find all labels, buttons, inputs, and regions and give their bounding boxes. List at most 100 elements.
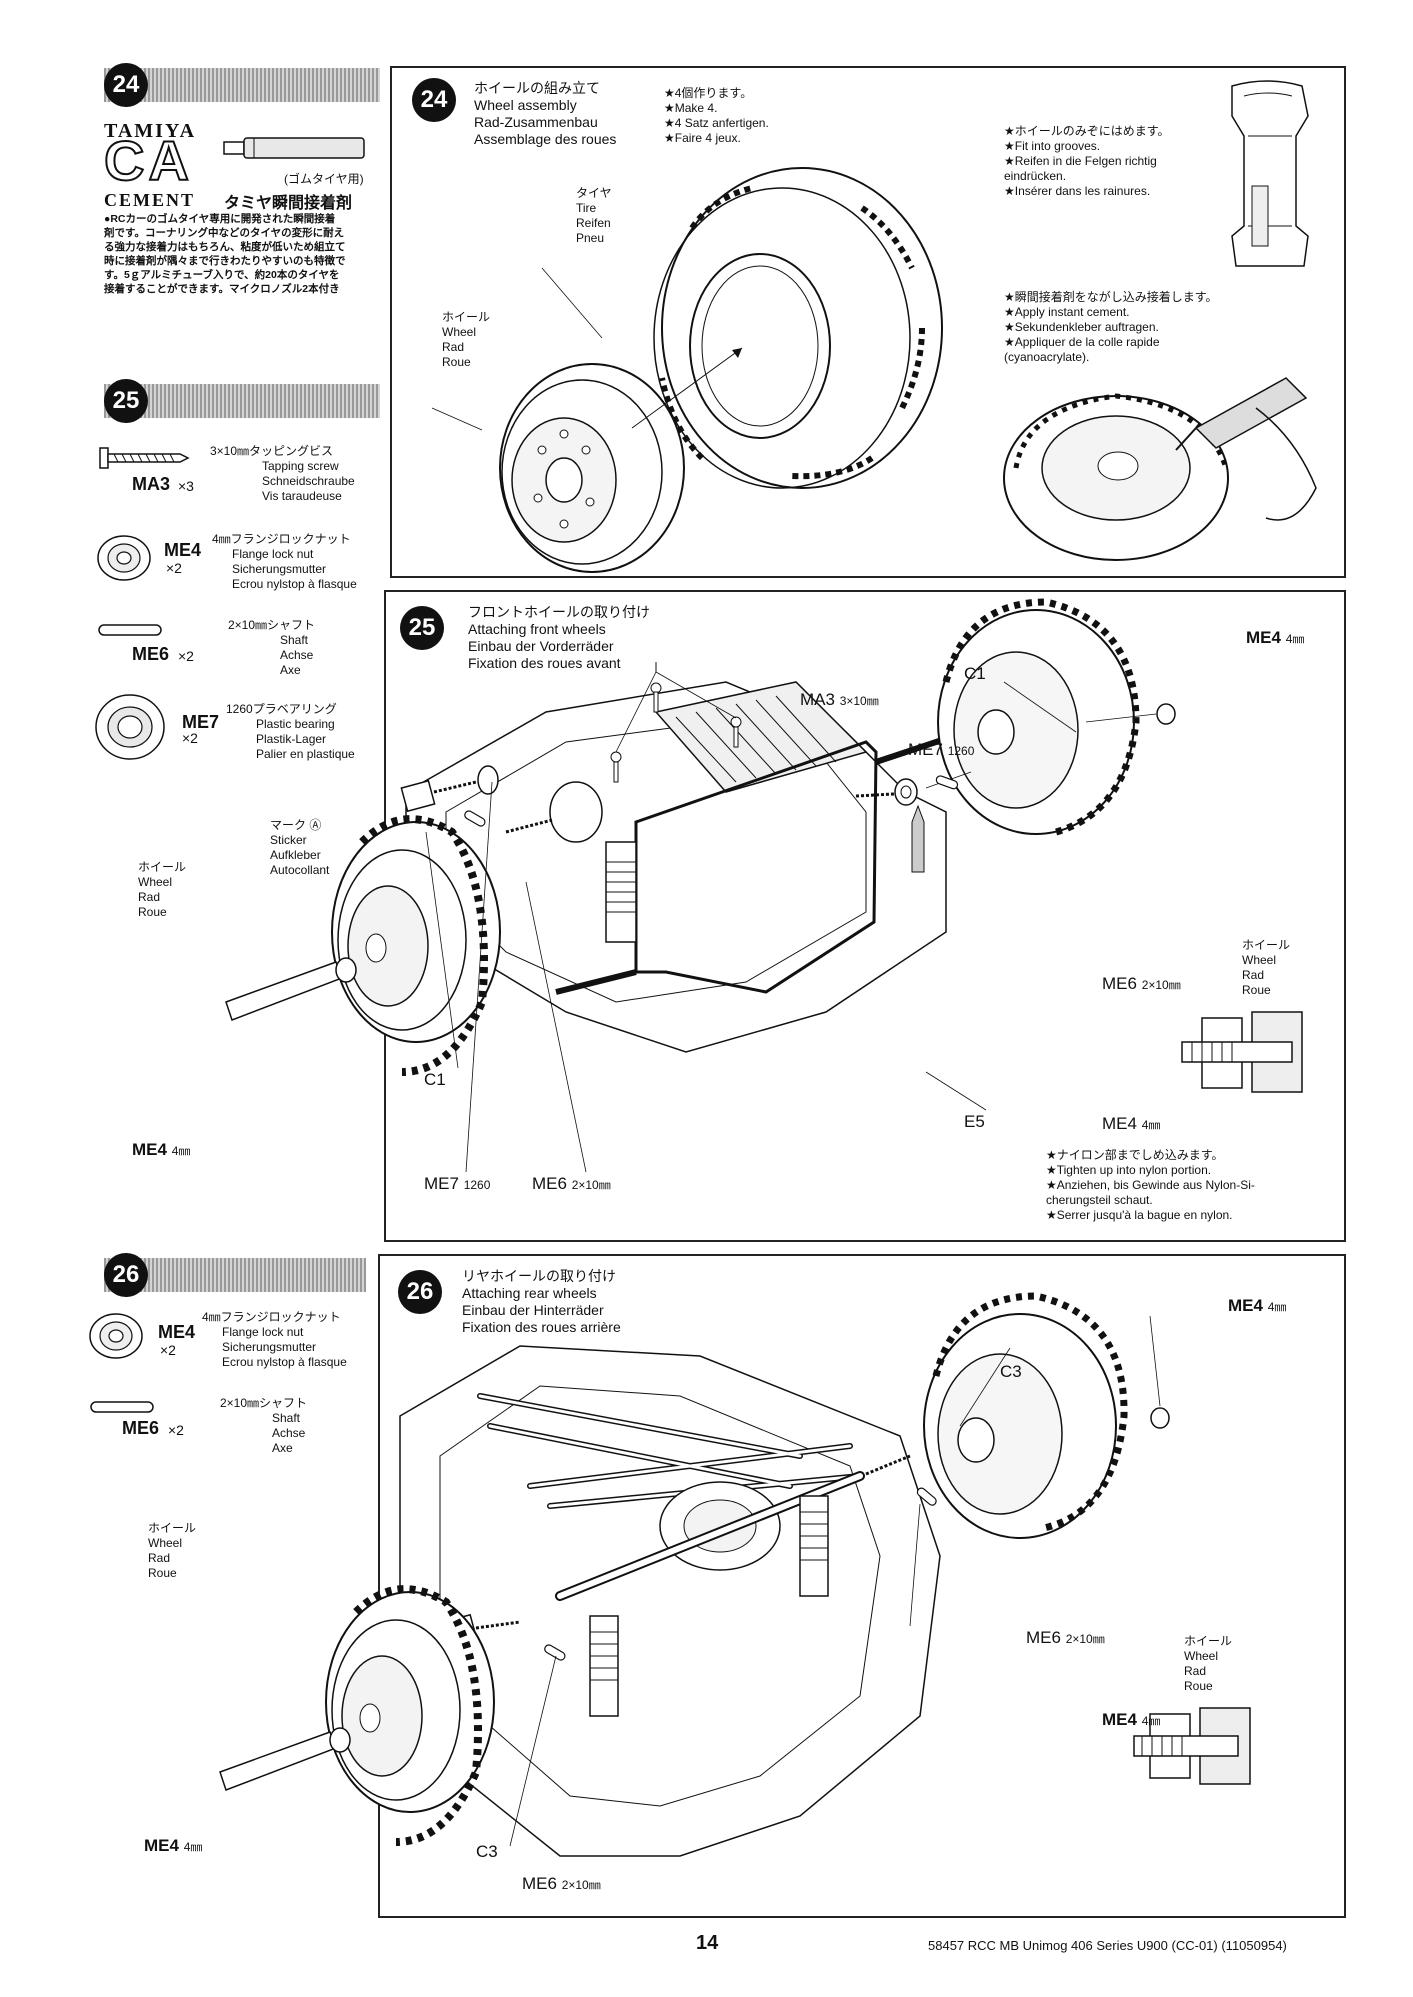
shaft-icon	[98, 624, 162, 636]
title-fr: Assemblage des roues	[474, 131, 617, 147]
wheel-de: Rad	[442, 340, 465, 354]
cement-fr2: (cyanoacrylate).	[1004, 350, 1090, 364]
title-fr: Fixation des roues arrière	[462, 1319, 621, 1335]
me4-size: 4㎜	[1267, 1300, 1287, 1314]
me6-size: 2×10㎜	[571, 1178, 611, 1192]
wheel-label: ホイール Wheel Rad Roue	[442, 310, 490, 370]
me6-code: ME6	[1026, 1628, 1061, 1647]
make-en: ★Make 4.	[664, 101, 718, 115]
me4-size: 4㎜	[1285, 632, 1305, 646]
sidebar-step25-number: 25	[104, 379, 148, 423]
me6-size: 2×10㎜	[561, 1878, 601, 1892]
make-de: ★4 Satz anfertigen.	[664, 116, 769, 130]
nylon-nut-detail	[1181, 1011, 1303, 1093]
nylon-fr: ★Serrer jusqu'à la bague en nylon.	[1046, 1208, 1233, 1222]
me7-labels: 1260プラベアリング Plastic bearing Plastik-Lage…	[226, 702, 355, 762]
desc-line: 剤です。コーナリング中などのタイヤの変形に耐え	[104, 227, 345, 239]
grooves-de2: eindrücken.	[1004, 169, 1067, 183]
me6-code: ME6	[532, 1174, 567, 1193]
me4-size: 4㎜	[1141, 1714, 1161, 1728]
me4-labels: 4㎜フランジロックナット Flange lock nut Sicherungsm…	[202, 1310, 347, 1370]
wheel-fr: Roue	[148, 1566, 177, 1580]
wheel-de: Rad	[138, 890, 161, 904]
rear-chassis-drawing	[399, 1292, 1251, 1857]
title-fr: Fixation des roues avant	[468, 655, 621, 671]
step24-panel: 24 ホイールの組み立て Wheel assembly Rad-Zusammen…	[390, 66, 1346, 578]
me6-code: ME6	[132, 644, 170, 664]
title-jp: リヤホイールの取り付け	[462, 1268, 616, 1284]
nylon-jp: ★ナイロン部までしめ込みます。	[1046, 1148, 1224, 1162]
wheel-jp: ホイール	[138, 860, 187, 874]
sticker-de: Aufkleber	[270, 848, 321, 862]
step24-number: 24	[412, 78, 456, 122]
wheel-assembly-drawing	[431, 167, 943, 573]
apply-cement-drawing	[1003, 377, 1317, 561]
tire-drawing	[653, 167, 943, 489]
grooves-jp: ★ホイールのみぞにはめます。	[1004, 124, 1170, 138]
ma3-code: MA3	[132, 474, 171, 494]
step25-number: 25	[400, 606, 444, 650]
wheel-right-callout: ホイール Wheel Rad Roue	[1242, 938, 1290, 998]
grooves-de: ★Reifen in die Felgen richtig	[1004, 154, 1157, 168]
sticker-fr: Autocollant	[270, 863, 330, 877]
me6-size: 2×10㎜シャフト	[220, 1396, 308, 1410]
document-id: 58457 RCC MB Unimog 406 Series U900 (CC-…	[928, 1938, 1287, 1953]
me7-label-en: Plastic bearing	[256, 717, 335, 731]
make-fr: ★Faire 4 jeux.	[664, 131, 741, 145]
me6-right-callout: ME6 2×10㎜	[1102, 974, 1181, 994]
page-number: 14	[696, 1932, 719, 1954]
wheel-fr: Roue	[1242, 983, 1271, 997]
ma3-code: MA3	[800, 690, 835, 709]
me4-code: ME4	[164, 540, 202, 560]
wheel-left-callout: ホイール Wheel Rad Roue	[138, 860, 186, 920]
me4-detail-callout: ME4 4㎜	[1102, 1710, 1160, 1730]
shaft-icon	[90, 1401, 154, 1413]
title-jp: ホイールの組み立て	[474, 80, 600, 96]
me4-right-callout: ME4 4㎜	[1246, 628, 1304, 648]
wheel-jp: ホイール	[148, 1521, 197, 1535]
me7-label-de: Plastik-Lager	[256, 732, 327, 746]
ca-description: ●RCカーのゴムタイヤ専用に開発された瞬間接着 剤です。コーナリング中などのタイ…	[104, 212, 346, 296]
me6-label-fr: Axe	[280, 663, 301, 677]
wheel-fr: Roue	[442, 355, 471, 369]
ca-cement-box: TAMIYA CA CEMENT (ゴムタイヤ用) タミヤ瞬間接着剤 ●RCカー…	[103, 120, 382, 306]
me4-code: ME4	[1102, 1114, 1137, 1133]
me6-qty: ×2	[168, 1422, 184, 1438]
me6-label-de: Achse	[280, 648, 314, 662]
me4-left-callout: ME4 4㎜	[132, 1140, 190, 1160]
step25-titles: フロントホイールの取り付け Attaching front wheels Ein…	[468, 604, 650, 672]
me6-qty: ×2	[178, 648, 194, 664]
sticker-en: Sticker	[270, 833, 307, 847]
tire-fr: Pneu	[576, 231, 605, 245]
me7-size: 1260	[947, 744, 975, 758]
me4-size: 4㎜	[1141, 1118, 1161, 1132]
sidebar-step24-bar: 24	[104, 63, 380, 107]
title-en: Wheel assembly	[474, 97, 577, 113]
me6-code: ME6	[1102, 974, 1137, 993]
me6-right-callout: ME6 2×10㎜	[1026, 1628, 1105, 1648]
sticker-jp: マーク Ⓐ	[270, 818, 322, 832]
step26-panel: 26 リヤホイールの取り付け Attaching rear wheels Ein…	[148, 1254, 1346, 1918]
me6-left-callout: ME6 2×10㎜	[532, 1174, 611, 1194]
me4-label-de: Sicherungsmutter	[222, 1340, 317, 1354]
nylon-note: ★ナイロン部までしめ込みます。 ★Tighten up into nylon p…	[1046, 1148, 1255, 1223]
me6-code: ME6	[122, 1418, 160, 1438]
tire-label: タイヤ Tire Reifen Pneu	[576, 186, 612, 246]
grooves-en: ★Fit into grooves.	[1004, 139, 1101, 153]
cement-note: ★瞬間接着剤をながし込み接着します。 ★Apply instant cement…	[1004, 290, 1218, 365]
cement-jp: ★瞬間接着剤をながし込み接着します。	[1004, 290, 1218, 304]
me4-label-en: Flange lock nut	[222, 1325, 304, 1339]
me4-label-fr: Ecrou nylstop à flasque	[232, 577, 357, 591]
ca-big: CA	[103, 129, 193, 192]
ma3-label-fr: Vis taraudeuse	[262, 489, 342, 503]
me4-code: ME4	[1246, 628, 1281, 647]
wheel-en: Wheel	[1184, 1649, 1219, 1663]
wheel-left-callout: ホイール Wheel Rad Roue	[148, 1521, 196, 1581]
sidebar-step24-number: 24	[104, 63, 148, 107]
me7-code: ME7	[908, 740, 943, 759]
me4-label-en: Flange lock nut	[232, 547, 314, 561]
me7-label-fr: Palier en plastique	[256, 747, 355, 761]
desc-line: る強力な接着力はもちろん、粘度が低いため組立て	[104, 241, 346, 253]
me6-size: 2×10㎜シャフト	[228, 618, 316, 632]
wheel-en: Wheel	[138, 875, 173, 889]
